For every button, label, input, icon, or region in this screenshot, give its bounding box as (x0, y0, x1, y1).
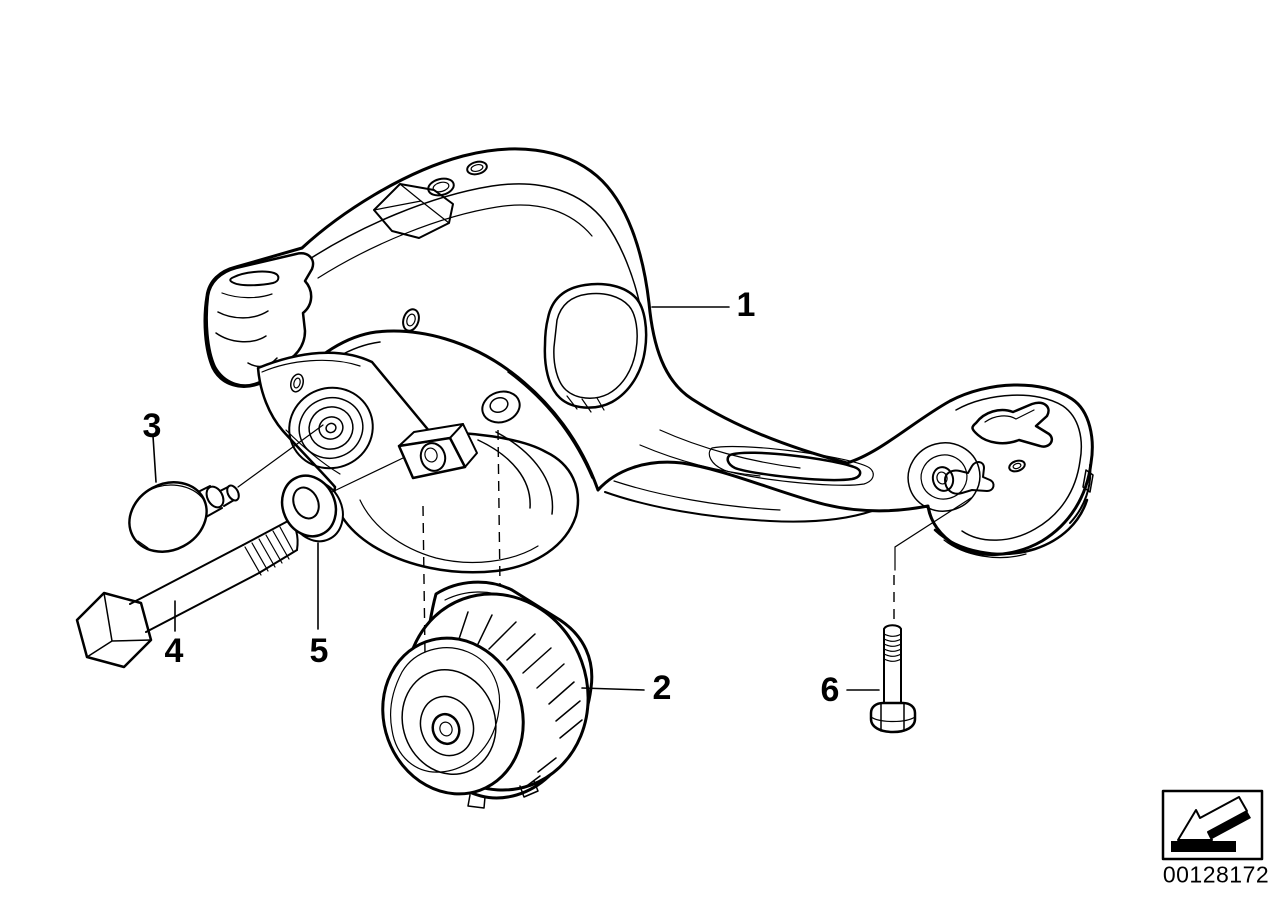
stamp-number: 00128172 (1162, 861, 1270, 888)
window-cutout (543, 282, 648, 409)
part-label-1: 1 (736, 286, 756, 324)
bolt-threads (244, 526, 294, 576)
bolt-threads (883, 633, 902, 662)
bracket-drawing (203, 147, 1094, 574)
top-hole (427, 177, 455, 197)
part-label-6: 6 (820, 671, 840, 709)
bushing-boss (288, 386, 374, 470)
top-hole (466, 160, 488, 176)
assembly-dash-line (497, 429, 501, 587)
stamp-box (1161, 789, 1264, 861)
part-label-2: 2 (652, 669, 672, 707)
leader-lines (152, 306, 880, 691)
washer-drawing (280, 474, 344, 543)
nut-block (397, 423, 478, 480)
hex-head (75, 591, 153, 669)
pad-cutout (971, 401, 1054, 448)
washer-hole (292, 486, 320, 520)
hex-bolt-drawing (869, 624, 917, 734)
down-left-arrow-icon (1171, 796, 1251, 852)
bracket-outline (203, 147, 1094, 556)
long-hex-bolt-drawing (75, 520, 299, 669)
left-foot-clamp (205, 252, 315, 387)
hex-head (869, 701, 917, 734)
dome-head (128, 481, 208, 553)
dome-bolt-drawing (128, 481, 240, 553)
part-label-3: 3 (142, 407, 162, 445)
leader-2 (581, 687, 645, 691)
leader-3 (152, 435, 157, 483)
assembly-alignment-lines (237, 424, 972, 655)
arm-slot (726, 451, 862, 482)
part-label-4: 4 (164, 632, 184, 670)
mount-bore (431, 712, 461, 746)
transmission-mount-drawing (381, 580, 594, 809)
assembly-dash-line (422, 505, 426, 655)
part-label-5: 5 (309, 632, 329, 670)
mount-ribs (457, 611, 583, 789)
